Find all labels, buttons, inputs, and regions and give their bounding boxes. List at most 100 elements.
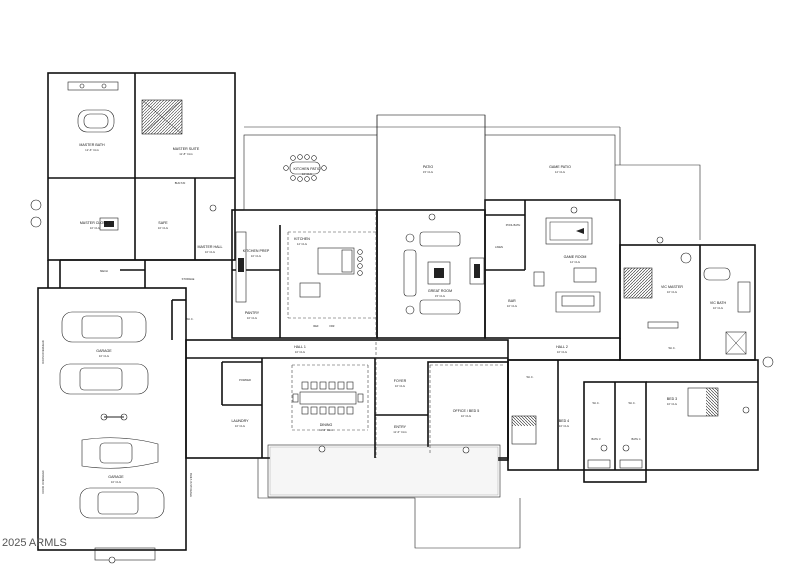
vanity-icon bbox=[67, 81, 119, 91]
label-wic-3: W.I.C. bbox=[592, 401, 599, 405]
svg-text:11'-6" CLG: 11'-6" CLG bbox=[393, 430, 406, 434]
sectional-sofa-icon bbox=[533, 267, 601, 313]
label-bed-3: BED 3 bbox=[667, 397, 677, 401]
label-bath-4: BATH 4 bbox=[632, 437, 641, 441]
pool-table-icon bbox=[545, 217, 593, 245]
svg-text:10' CLG: 10' CLG bbox=[90, 226, 100, 230]
label-bath-3: BATH 3 bbox=[592, 437, 601, 441]
label-storage: STORAGE bbox=[182, 277, 195, 281]
label-garage-2: GARAGE bbox=[108, 475, 124, 479]
label-linen: LINEN bbox=[495, 245, 503, 249]
label-kitchen-patio: KITCHEN PATIO bbox=[293, 167, 320, 171]
label-powder: POWDER bbox=[239, 378, 251, 382]
closet-island-icon bbox=[99, 217, 119, 231]
svg-text:10' CLG: 10' CLG bbox=[158, 226, 168, 230]
svg-text:12'-6" CLG: 12'-6" CLG bbox=[85, 148, 99, 152]
car-icon-2 bbox=[59, 363, 149, 395]
car-icon bbox=[61, 311, 147, 343]
svg-text:12' CLG: 12' CLG bbox=[555, 170, 565, 174]
label-hall-1: HALL 1 bbox=[294, 345, 306, 349]
label-built-in: BUILT-IN bbox=[175, 181, 186, 185]
label-mech: MECH bbox=[100, 269, 108, 273]
interior-walls bbox=[59, 200, 758, 470]
car-icon-3 bbox=[81, 437, 159, 469]
svg-text:10' CLG: 10' CLG bbox=[235, 424, 245, 428]
svg-text:10' CLG: 10' CLG bbox=[667, 402, 677, 406]
svg-text:10' CLG: 10' CLG bbox=[461, 414, 471, 418]
label-master-hall: MASTER HALL bbox=[198, 245, 223, 249]
svg-text:11'-6" CLG: 11'-6" CLG bbox=[319, 428, 332, 432]
fireplace-icon bbox=[469, 257, 485, 285]
svg-text:10' CLG: 10' CLG bbox=[507, 304, 517, 308]
door-tags bbox=[30, 199, 774, 564]
label-master-bath: MASTER BATH bbox=[79, 143, 105, 147]
label-built-in-storage: BUILT-IN STORAGE bbox=[189, 473, 193, 497]
svg-text:10' CLG: 10' CLG bbox=[99, 354, 109, 358]
dining-table-icon bbox=[292, 381, 364, 415]
label-kitchen: KITCHEN bbox=[294, 237, 310, 241]
svg-text:10' CLG: 10' CLG bbox=[713, 306, 723, 310]
patio-outlines bbox=[243, 114, 701, 240]
label-door-overhead: DOOR OVERHEAD bbox=[41, 470, 45, 493]
label-foyer: FOYER bbox=[394, 379, 407, 383]
svg-text:12' CLG: 12' CLG bbox=[570, 260, 580, 264]
label-master-suite: MASTER SUITE bbox=[173, 147, 200, 151]
watermark: 2025 ARMLS bbox=[2, 537, 67, 549]
label-game-patio: GAME PATIO bbox=[549, 165, 571, 169]
bed-4-icon bbox=[511, 415, 537, 445]
bath-fixtures-icon bbox=[587, 444, 643, 469]
bathtub-icon bbox=[77, 109, 115, 133]
label-game-room: GAME ROOM bbox=[564, 255, 587, 259]
label-wic: W.I.C. bbox=[668, 346, 675, 350]
label-wic-4: W.I.C. bbox=[628, 401, 635, 405]
label-ref: REF bbox=[313, 324, 319, 328]
svg-text:10' CLG: 10' CLG bbox=[557, 350, 567, 354]
label-room-overhead: ROOM OVERHEAD bbox=[41, 340, 45, 363]
label-vic-master: VIC MASTER bbox=[661, 285, 683, 289]
label-bar: BAR bbox=[508, 299, 516, 303]
label-pool-bath: POOL BATH bbox=[506, 223, 521, 227]
label-patio: PATIO bbox=[423, 165, 433, 169]
svg-text:10' CLG: 10' CLG bbox=[251, 254, 261, 258]
label-great-room: GREAT ROOM bbox=[428, 289, 452, 293]
svg-text:10' CLG: 10' CLG bbox=[667, 290, 677, 294]
svg-text:10' CLG: 10' CLG bbox=[111, 480, 121, 484]
svg-text:10' CLG: 10' CLG bbox=[395, 384, 405, 388]
label-garage-1: GARAGE bbox=[96, 349, 112, 353]
label-laundry: LAUNDRY bbox=[231, 419, 249, 423]
svg-text:11'-8" CLG: 11'-8" CLG bbox=[179, 152, 192, 156]
svg-text:10' CLG: 10' CLG bbox=[295, 350, 305, 354]
vic-bed-icon bbox=[623, 252, 692, 329]
label-kitchen-prep: KITCHEN PREP bbox=[243, 249, 270, 253]
room-labels: MASTER BATH 12'-6" CLG MASTER SUITE 11'-… bbox=[41, 143, 727, 497]
label-office: OFFICE / BED 5 bbox=[453, 409, 480, 413]
sofa-icon bbox=[403, 231, 461, 315]
vic-tub-icon bbox=[703, 267, 751, 355]
svg-text:15' CLG: 15' CLG bbox=[423, 170, 433, 174]
label-entry: ENTRY bbox=[394, 425, 407, 429]
svg-text:10' CLG: 10' CLG bbox=[302, 172, 312, 176]
label-master-closet: MASTER CLOSET bbox=[80, 221, 111, 225]
label-safe: SAFE bbox=[158, 221, 168, 225]
label-vic-bath: VIC BATH bbox=[710, 301, 727, 305]
svg-text:10' CLG: 10' CLG bbox=[247, 316, 257, 320]
master-bed-icon bbox=[141, 99, 183, 135]
motorcycle-icon bbox=[100, 413, 128, 421]
label-wic-2: W.I.C. bbox=[526, 375, 533, 379]
kitchen-island-icon bbox=[235, 231, 363, 303]
label-hall-2: HALL 2 bbox=[556, 345, 568, 349]
label-bed-4: BED 4 bbox=[559, 419, 569, 423]
label-wic-5: W.I.C. bbox=[186, 317, 193, 321]
bed-3-icon bbox=[687, 387, 719, 417]
label-pantry: PANTRY bbox=[245, 311, 260, 315]
svg-text:15' CLG: 15' CLG bbox=[435, 294, 445, 298]
front-court bbox=[94, 444, 521, 561]
ceiling-lines bbox=[287, 212, 505, 458]
patio-table-icon bbox=[283, 154, 327, 182]
label-dining: DINING bbox=[320, 423, 333, 427]
car-icon-4 bbox=[79, 487, 165, 519]
svg-text:10' CLG: 10' CLG bbox=[559, 424, 569, 428]
svg-text:10' CLG: 10' CLG bbox=[205, 250, 215, 254]
label-frz: FRZ bbox=[329, 324, 334, 328]
